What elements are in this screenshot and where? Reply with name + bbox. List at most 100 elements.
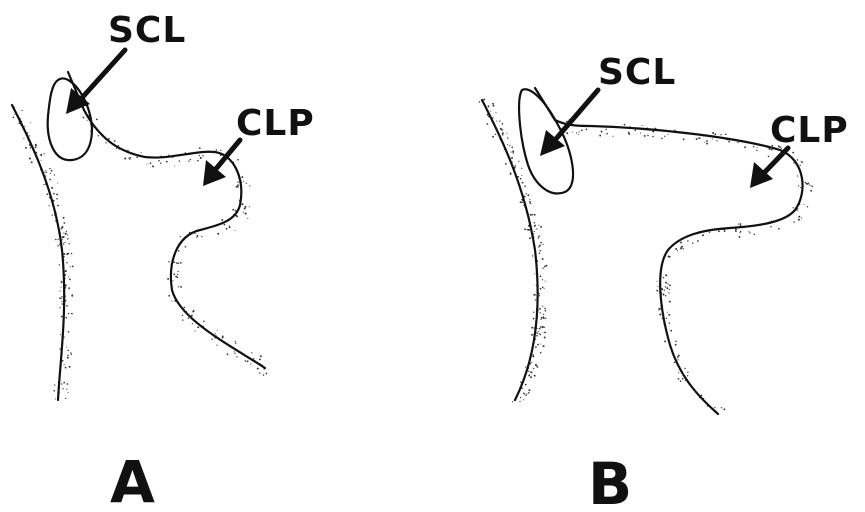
panel-a-stipple-dot xyxy=(60,290,61,291)
panel-b-stipple-dot xyxy=(805,182,806,183)
panel-b-stipple-dot xyxy=(737,142,738,143)
panel-b-stipple-dot xyxy=(542,287,544,289)
panel-b-stipple-dot xyxy=(792,152,794,154)
panel-a-stipple-dot xyxy=(66,231,67,232)
panel-b-stipple-dot xyxy=(680,248,682,250)
panel-b-stipple-dot xyxy=(545,281,546,282)
panel-a-stipple-dot xyxy=(199,147,201,149)
panel-a-stipple-dot xyxy=(234,353,235,354)
panel-a-stipple-dot xyxy=(257,368,259,370)
panel-b-stipple-dot xyxy=(512,401,513,402)
panel-b-stipple-dot xyxy=(540,318,542,320)
panel-b-stipple-dot xyxy=(524,394,525,395)
panel-b-stipple-dot xyxy=(539,250,541,252)
panel-a-stipple-dot xyxy=(180,236,181,237)
panel-b: SCL CLP B xyxy=(479,52,849,512)
panel-b-stipple-dot xyxy=(657,286,658,287)
panel-b-stipple-dot xyxy=(678,372,679,373)
panel-b-stipple-dot xyxy=(669,289,670,290)
panel-b-stipple-dot xyxy=(647,135,649,137)
panel-b-stipple-dot xyxy=(798,216,800,218)
panel-b-stipple-dot xyxy=(529,229,531,231)
panel-a-stipple-dot xyxy=(66,389,67,390)
panel-a-stipple-dot xyxy=(168,295,170,297)
panel-b-stipple-dot xyxy=(665,286,666,287)
panel-b-stipple-dot xyxy=(680,242,682,244)
panel-b-stipple-dot xyxy=(666,287,668,289)
panel-a-stipple-dot xyxy=(59,297,61,299)
panel-a-stipple-dot xyxy=(243,212,244,213)
panel-b-stipple-dot xyxy=(543,345,545,347)
panel-b-stipple-dot xyxy=(677,250,678,251)
panel-a-stipple-dot xyxy=(30,147,31,148)
panel-a-stipple-dot xyxy=(236,356,237,357)
panel-b-stipple-dot xyxy=(640,133,641,134)
panel-b-stipple-dot xyxy=(522,182,524,184)
panel-a-stipple-dot xyxy=(203,321,205,323)
panel-b-stipple-dot xyxy=(535,299,536,300)
panel-a-stipple-dot xyxy=(64,364,65,365)
panel-b-stipple-dot xyxy=(511,157,513,159)
panel-b-stipple-dot xyxy=(692,242,693,243)
panel-b-stipple-dot xyxy=(798,185,799,186)
panel-b-stipple-dot xyxy=(507,137,508,138)
panel-a-stipple-dot xyxy=(56,198,57,199)
panel-a-stipple-dot xyxy=(202,155,203,156)
panel-b-stipple-dot xyxy=(687,240,688,241)
panel-b-stipple-dot xyxy=(538,237,540,239)
panel-b-stipple-dot xyxy=(696,138,698,140)
panel-b-stipple-dot xyxy=(521,202,522,203)
panel-a-stipple-dot xyxy=(196,237,197,238)
panel-a-stipple-dot xyxy=(224,224,226,226)
panel-a-stipple-dot xyxy=(67,355,69,357)
panel-a-stipple-dot xyxy=(200,157,202,159)
panel-a-stipple-dot xyxy=(49,179,51,181)
panel-a-stipple-dot xyxy=(62,388,63,389)
panel-a-stipple-dot xyxy=(245,213,247,215)
panel-b-stipple-dot xyxy=(512,152,514,154)
panel-a-stipple-dot xyxy=(237,159,239,161)
panel-a-stipple-dot xyxy=(232,209,234,211)
panel-b-letter: B xyxy=(588,450,632,512)
panel-b-stipple-dot xyxy=(539,295,540,296)
panel-b-stipple-dot xyxy=(519,401,520,402)
panel-a-stipple-dot xyxy=(129,157,131,159)
panel-b-clp-outline xyxy=(555,120,803,414)
panel-a-stipple-dot xyxy=(259,358,261,360)
panel-a-stipple-dot xyxy=(72,294,73,295)
panel-a-stipple-dot xyxy=(196,235,198,237)
panel-b-stipple-dot xyxy=(720,134,721,135)
panel-a-stipple-dot xyxy=(194,233,195,234)
panel-b-stipple-dot xyxy=(768,156,770,158)
panel-b-stipple-dot xyxy=(534,222,535,223)
panel-a-stipple-dot xyxy=(266,373,268,375)
panel-b-stipple-dot xyxy=(572,131,573,132)
panel-b-stipple-dot xyxy=(528,389,530,391)
panel-a-stipple-dot xyxy=(182,319,183,320)
panel-a-stipple-dot xyxy=(66,270,67,271)
panel-b-stipple-dot xyxy=(800,165,801,166)
panel-a-stipple-dot xyxy=(242,203,244,205)
panel-b-stipple-dot xyxy=(518,161,519,162)
panel-b-stipple-dot xyxy=(509,145,510,146)
panel-b-stipple-dot xyxy=(505,163,507,165)
panel-a-stipple-dot xyxy=(185,246,187,248)
panel-b-stipple-dot xyxy=(728,140,730,142)
panel-b-stipple-dot xyxy=(483,99,485,101)
panel-b-stipple-dot xyxy=(525,384,527,386)
panel-b-stipple-dot xyxy=(714,133,716,135)
panel-a-stipple-dot xyxy=(87,120,88,121)
panel-a-stipple-dot xyxy=(152,165,154,167)
panel-a-stipple-dot xyxy=(237,184,239,186)
panel-b-stipple-dot xyxy=(642,125,643,126)
panel-a-stipple-dot xyxy=(249,185,250,186)
panel-b-stipple-dot xyxy=(526,393,527,394)
panel-a-stipple-dot xyxy=(243,181,244,182)
panel-a-stipple-dot xyxy=(66,346,67,347)
panel-b-stipple-dot xyxy=(512,150,514,152)
panel-b-stipple-dot xyxy=(542,306,543,307)
panel-b-stipple-dot xyxy=(698,137,700,139)
panel-b-stipple-dot xyxy=(798,219,800,221)
panel-a-stipple-dot xyxy=(197,326,199,328)
panel-b-stipple-dot xyxy=(544,337,546,339)
